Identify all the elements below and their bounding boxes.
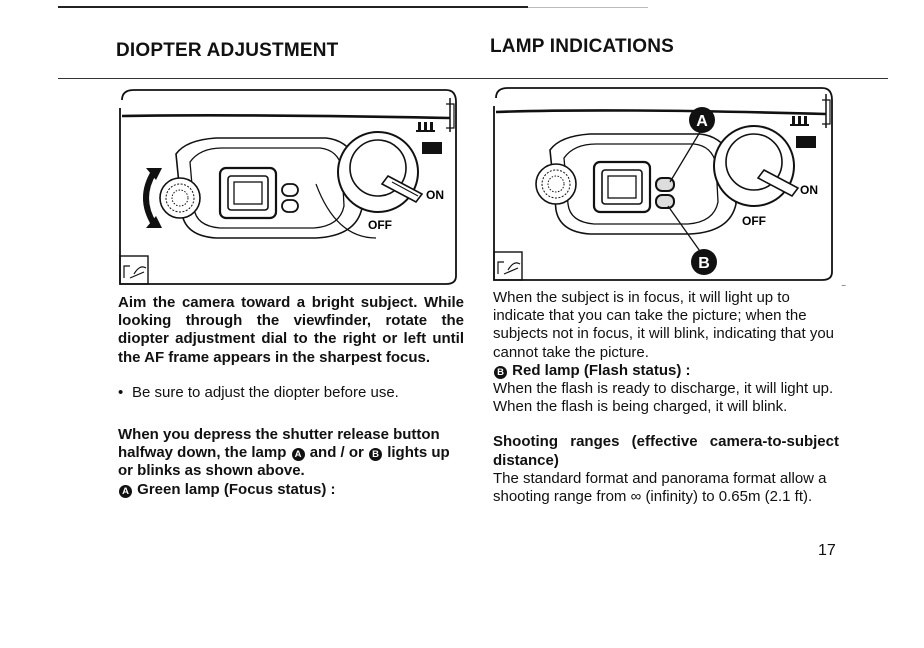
right-text-column: When the subject is in focus, it will li… xyxy=(493,289,839,506)
rotation-arrow-icon xyxy=(143,168,162,228)
off-label: OFF xyxy=(368,218,392,232)
shooting-ranges-body: The standard format and panorama format … xyxy=(493,469,827,506)
viewfinder-icon xyxy=(592,160,652,214)
on-label: ON xyxy=(426,188,444,202)
svg-text:B: B xyxy=(698,255,710,272)
heading-lamp-indications: LAMP INDICATIONS xyxy=(490,36,675,57)
off-label: OFF xyxy=(742,214,766,228)
lamp-explanation: When you depress the shutter release but… xyxy=(118,426,450,480)
green-lamp-body: When the subject is in focus, it will li… xyxy=(493,289,835,361)
diopter-instructions: Aim the camera toward a bright subject. … xyxy=(118,294,464,366)
lamp-b-icon xyxy=(655,194,675,209)
lamp-a-icon xyxy=(655,177,675,192)
lamp-b-badge: B xyxy=(369,448,383,462)
flash-mode-icon xyxy=(416,122,435,132)
lamp-a-icon xyxy=(281,183,299,197)
diopter-dial-icon xyxy=(159,177,201,219)
lamp-a-badge: A xyxy=(291,448,305,462)
diopter-illustration: ON OFF xyxy=(116,88,458,286)
red-lamp-title: B Red lamp (Flash status) : xyxy=(493,362,839,380)
viewfinder-icon xyxy=(218,166,278,220)
top-rule xyxy=(58,6,528,8)
power-dial-icon xyxy=(337,131,424,213)
power-dial-icon xyxy=(713,125,800,207)
diopter-dial-icon xyxy=(535,163,577,205)
scan-mark: ‾ xyxy=(842,285,846,296)
lamp-b-badge: B xyxy=(494,365,507,379)
bullet-item: • Be sure to adjust the diopter before u… xyxy=(118,384,464,402)
lamp-illustration: ON OFF A B xyxy=(490,86,834,284)
bullet-dot: • xyxy=(118,383,124,401)
green-lamp-title: A Green lamp (Focus status) : xyxy=(118,481,464,499)
flash-mode-icon xyxy=(790,116,809,126)
diopter-corner-icon xyxy=(119,255,149,285)
callout-b-badge: B xyxy=(691,249,717,275)
on-label: ON xyxy=(800,183,818,197)
svg-text:A: A xyxy=(696,113,708,130)
p-mode-badge xyxy=(422,142,442,154)
lamp-a-badge: A xyxy=(119,484,132,498)
camera-back-lamps-drawing: ON OFF A B xyxy=(493,87,833,281)
top-rule-faint xyxy=(528,7,648,8)
callout-a-badge: A xyxy=(689,107,715,133)
p-mode-badge xyxy=(796,136,816,148)
left-text-column: Aim the camera toward a bright subject. … xyxy=(118,294,464,499)
red-lamp-body: When the flash is ready to discharge, it… xyxy=(493,380,834,416)
page-number: 17 xyxy=(818,542,836,559)
camera-back-drawing: ON OFF xyxy=(119,89,457,285)
diopter-corner-icon xyxy=(493,251,523,281)
lamp-b-icon xyxy=(281,199,299,213)
bullet-text: Be sure to adjust the diopter before use… xyxy=(132,383,399,401)
shooting-ranges-title: Shooting ranges (effective camera-to-sub… xyxy=(493,433,839,469)
heading-diopter-adjustment: DIOPTER ADJUSTMENT xyxy=(116,40,339,61)
header-rule xyxy=(58,78,888,79)
